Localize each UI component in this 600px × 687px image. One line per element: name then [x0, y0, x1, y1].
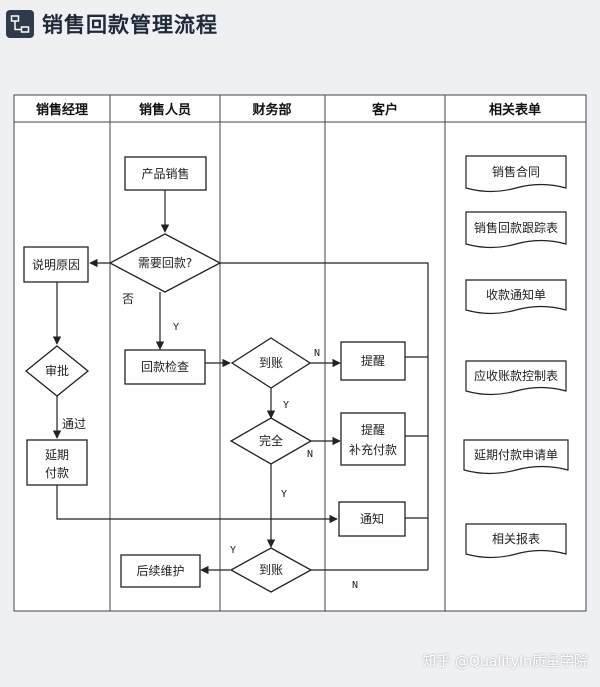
svg-text:到账: 到账 [259, 356, 283, 370]
svg-text:需要回款?: 需要回款? [138, 256, 192, 270]
edge-label-arrived2-n: N [352, 580, 358, 591]
form-receipt-notice: 收款通知单 [465, 279, 567, 315]
svg-text:提醒: 提醒 [361, 353, 385, 368]
node-follow-up: 后续维护 [120, 554, 201, 588]
lane-header-forms: 相关表单 [489, 102, 541, 118]
svg-text:产品销售: 产品销售 [141, 166, 189, 181]
node-extend-payment: 延期 付款 [26, 439, 88, 486]
node-remind-supplement: 提醒 补充付款 [340, 412, 406, 466]
flowchart-icon [6, 10, 34, 38]
edge-label-complete-n: N [307, 449, 313, 460]
node-approve: 审批 [24, 345, 90, 397]
edge-label-arrived2-y: Y [230, 545, 236, 556]
form-payment-tracking: 销售回款跟踪表 [465, 211, 567, 249]
edge-extend-to-notify [56, 485, 338, 524]
svg-text:回款检查: 回款检查 [141, 359, 189, 374]
svg-text:审批: 审批 [45, 363, 69, 378]
node-need-payment: 需要回款? [108, 233, 222, 293]
node-product-sales: 产品销售 [124, 156, 207, 191]
edge-label-approved: 通过 [62, 417, 86, 431]
form-sales-contract: 销售合同 [465, 155, 567, 193]
node-remind: 提醒 [340, 341, 406, 381]
edge-label-arrived1-n: N [314, 348, 320, 359]
edge-label-no-payment: 否 [122, 292, 134, 306]
lane-header-sales-staff: 销售人员 [139, 102, 191, 118]
edge-loop-back-to-need [206, 258, 429, 570]
svg-text:销售回款跟踪表: 销售回款跟踪表 [474, 220, 558, 235]
svg-text:延期: 延期 [45, 448, 69, 462]
svg-text:延期付款申请单: 延期付款申请单 [474, 448, 558, 462]
page-title: 销售回款管理流程 [42, 13, 218, 37]
svg-text:后续维护: 后续维护 [136, 564, 184, 578]
edge-label-yes-check: Y [173, 322, 179, 333]
svg-text:付款: 付款 [45, 466, 69, 480]
svg-text:应收账款控制表: 应收账款控制表 [474, 368, 558, 383]
svg-text:相关报表: 相关报表 [492, 531, 540, 546]
svg-text:提醒: 提醒 [361, 422, 385, 437]
svg-text:说明原因: 说明原因 [32, 257, 80, 272]
form-receivables-control: 应收账款控制表 [465, 360, 567, 396]
node-explain-reason: 说明原因 [23, 246, 89, 283]
svg-text:通知: 通知 [360, 512, 384, 526]
lane-header-sales-manager: 销售经理 [36, 102, 88, 118]
svg-text:完全: 完全 [259, 433, 283, 448]
lane-header-finance: 财务部 [252, 102, 291, 118]
edge-label-complete-y: Y [281, 489, 287, 500]
form-deferred-payment: 延期付款申请单 [463, 439, 569, 475]
edge-label-arrived1-y: Y [283, 400, 289, 411]
svg-text:到账: 到账 [259, 563, 283, 577]
form-related-reports: 相关报表 [465, 523, 567, 559]
node-arrived-1: 到账 [230, 337, 312, 389]
watermark: 知乎 @QualityIn质量学院 [422, 654, 588, 670]
node-payment-check: 回款检查 [124, 349, 206, 385]
node-complete: 完全 [229, 417, 313, 465]
lane-header-customer: 客户 [372, 102, 398, 118]
svg-text:收款通知单: 收款通知单 [486, 288, 546, 302]
node-arrived-2: 到账 [229, 547, 313, 593]
title-bar: 销售回款管理流程 [6, 6, 218, 42]
svg-text:销售合同: 销售合同 [492, 164, 540, 179]
svg-text:补充付款: 补充付款 [349, 442, 397, 457]
node-notify: 通知 [338, 501, 406, 537]
